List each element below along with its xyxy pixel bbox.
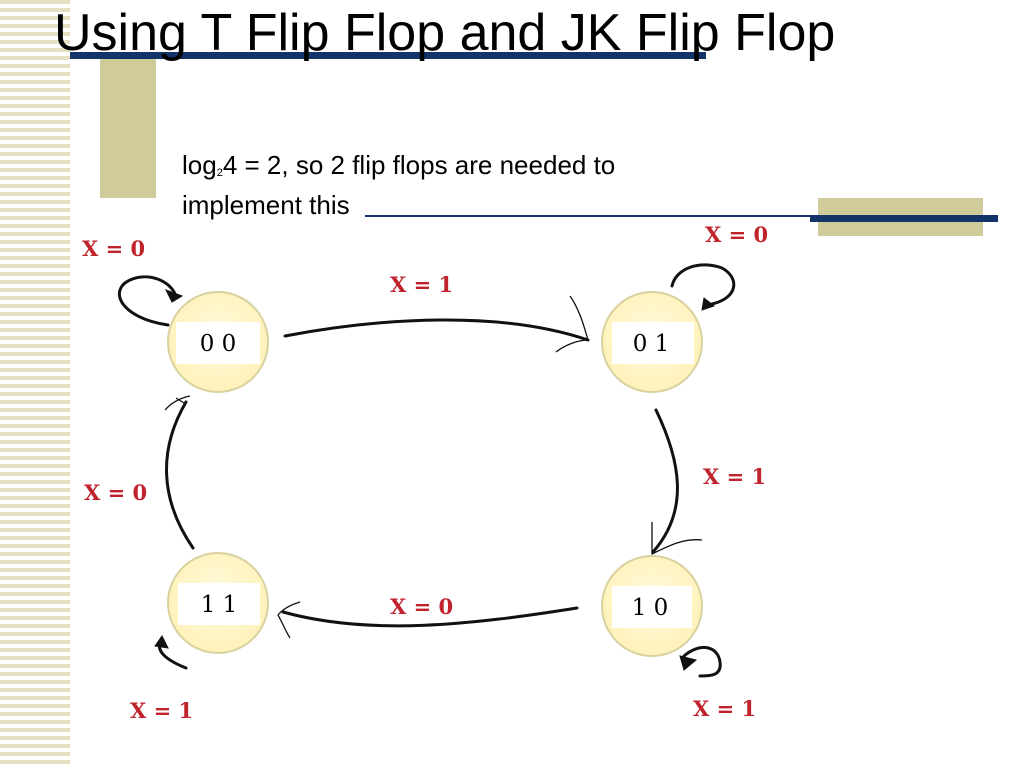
arrowhead-11 (277, 601, 301, 639)
edge-label: X = 1 (693, 696, 756, 721)
edge-11-to-00 (165, 400, 195, 550)
accent-block (100, 52, 156, 198)
arrowhead-self-00 (164, 289, 184, 303)
arrowhead-00 (164, 395, 191, 411)
state-node-11: 1 1 (167, 552, 269, 654)
decorative-stripes (0, 0, 70, 768)
arrowhead-01 (555, 295, 589, 353)
state-label: 0 0 (200, 331, 237, 357)
accent-line-right (810, 215, 998, 222)
edge-label: X = 1 (703, 464, 766, 489)
title-underline (70, 52, 706, 59)
arrowhead-self-10 (679, 655, 698, 671)
divider-line (365, 215, 820, 217)
edge-label: X = 0 (84, 480, 147, 505)
arrowhead-10 (651, 522, 703, 555)
self-loop-10 (682, 646, 722, 678)
state-node-00: 0 0 (167, 291, 269, 393)
state-label: 0 1 (633, 331, 670, 357)
edge-label: X = 0 (82, 236, 145, 261)
state-node-01: 0 1 (601, 291, 703, 393)
edge-label: X = 0 (705, 222, 768, 247)
edge-10-to-11 (281, 606, 579, 628)
body-prefix: log (182, 150, 217, 180)
state-node-10: 1 0 (601, 555, 703, 657)
edge-00-to-01 (283, 318, 590, 342)
edge-label: X = 1 (130, 698, 193, 723)
slide-title: Using T Flip Flop and JK Flip Flop (54, 4, 836, 62)
edge-label: X = 1 (390, 272, 453, 297)
self-loop-00 (118, 275, 178, 327)
body-subscript: 2 (216, 167, 223, 179)
arrowhead-self-11 (154, 635, 169, 649)
self-loop-01 (670, 263, 736, 306)
state-label: 1 0 (632, 595, 669, 621)
edge-01-to-10 (651, 408, 679, 554)
body-suffix: 4 = 2, so 2 flip flops are needed to imp… (182, 150, 616, 220)
slide-body-text: log24 = 2, so 2 flip flops are needed to… (182, 148, 632, 222)
state-label: 1 1 (201, 592, 238, 618)
arrowhead-self-01 (701, 297, 716, 311)
edge-label: X = 0 (390, 594, 453, 619)
